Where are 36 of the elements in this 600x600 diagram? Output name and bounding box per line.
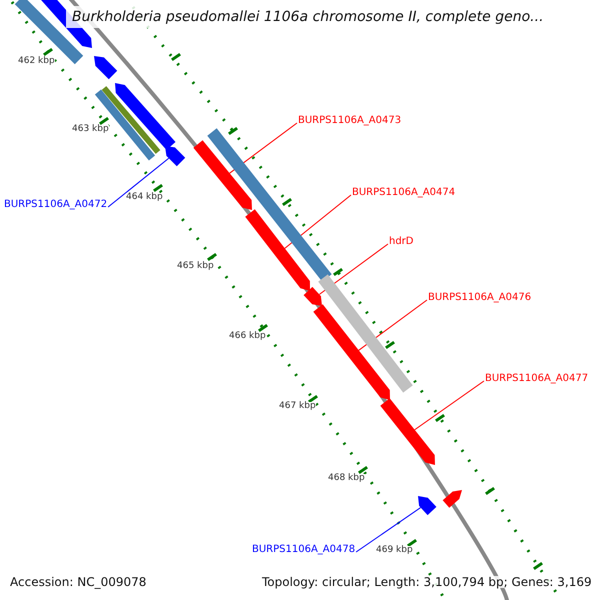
tick-label: 468 kbp bbox=[328, 474, 365, 483]
leader-line bbox=[108, 158, 170, 208]
info-text: Accession: NC_009078 bbox=[10, 576, 146, 588]
gene-bar bbox=[94, 56, 118, 80]
leader-line bbox=[356, 507, 422, 552]
tick-label: 469 kbp bbox=[376, 546, 413, 555]
tick-label: 463 kbp bbox=[72, 125, 109, 134]
gene-bar bbox=[313, 304, 390, 400]
gene-bar bbox=[442, 490, 462, 508]
gene-bar bbox=[94, 90, 156, 160]
leader-line bbox=[284, 194, 352, 249]
gene-bar bbox=[318, 274, 413, 393]
info-text: Topology: circular; Length: 3,100,794 bp; Genes: 3,169 bbox=[262, 576, 592, 588]
gene-label: BURPS1106A_A0476 bbox=[428, 293, 532, 303]
gene-bar bbox=[245, 209, 310, 291]
gene-label: BURPS1106A_A0477 bbox=[485, 374, 588, 384]
tick-label: 464 kbp bbox=[126, 193, 163, 202]
gene-label: BURPS1106A_A0478 bbox=[252, 545, 356, 555]
gene-bar bbox=[304, 286, 322, 306]
leader-line bbox=[318, 244, 388, 295]
gene-bar bbox=[418, 496, 436, 516]
gene-label: hdrD bbox=[389, 237, 414, 247]
leader-line bbox=[358, 300, 428, 351]
tick-label: 466 kbp bbox=[229, 332, 266, 341]
gene-bar bbox=[165, 146, 186, 166]
gene-label: BURPS1106A_A0473 bbox=[298, 116, 402, 126]
gene-bar bbox=[115, 83, 176, 150]
gene-label: BURPS1106A_A0474 bbox=[352, 188, 456, 198]
tick-label: 465 kbp bbox=[177, 262, 214, 271]
leader-line bbox=[414, 380, 484, 430]
gene-bar bbox=[193, 140, 252, 210]
gene-bar bbox=[380, 398, 435, 465]
tick-label: 467 kbp bbox=[279, 402, 316, 411]
leader-line bbox=[229, 122, 298, 174]
gene-label: BURPS1106A_A0472 bbox=[4, 200, 108, 210]
tick-label: 462 kbp bbox=[18, 57, 55, 66]
